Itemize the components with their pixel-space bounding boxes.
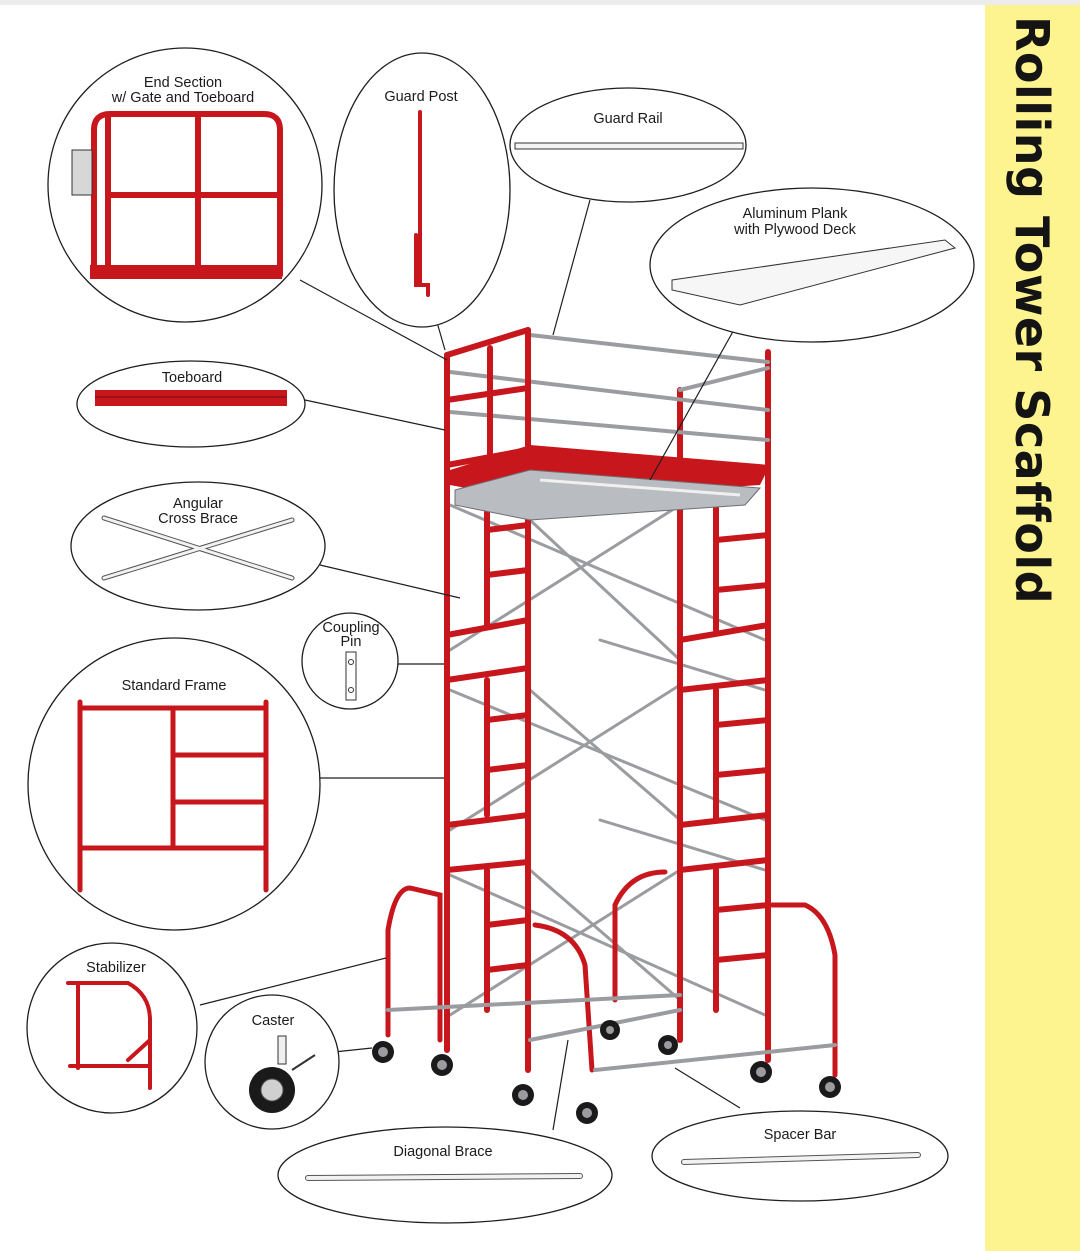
diagonal-brace-label: Diagonal Brace xyxy=(393,1144,492,1160)
toeboard-label: Toeboard xyxy=(162,370,222,386)
cross-brace-label-line2: Cross Brace xyxy=(158,511,238,527)
standard-frame-label: Standard Frame xyxy=(122,678,227,694)
callout-standard-frame: Standard Frame xyxy=(27,637,321,931)
callout-diagonal-brace: Diagonal Brace xyxy=(277,1126,613,1224)
page-title: Rolling Tower Scaffold xyxy=(1005,15,1059,605)
plank-label-line2: with Plywood Deck xyxy=(733,222,856,238)
end-section-label-line2: w/ Gate and Toeboard xyxy=(111,90,254,106)
callout-guard-post: Guard Post xyxy=(333,52,511,328)
cross-brace-label-line1: Angular xyxy=(173,496,223,512)
guard-post-label: Guard Post xyxy=(384,89,457,105)
callout-coupling-pin: Coupling Pin xyxy=(301,612,399,710)
end-section-label-line1: End Section xyxy=(144,75,222,91)
scaffold-diagram: End Section w/ Gate and Toeboard Guard P… xyxy=(26,47,975,1224)
leader-lines xyxy=(199,199,746,1131)
callout-spacer-bar: Spacer Bar xyxy=(651,1110,949,1202)
top-strip xyxy=(0,0,1080,5)
coupling-pin-label-line1: Coupling xyxy=(322,620,379,636)
callout-end-section: End Section w/ Gate and Toeboard xyxy=(47,47,323,323)
guard-rail-label: Guard Rail xyxy=(593,111,662,127)
callout-stabilizer: Stabilizer xyxy=(26,942,198,1114)
casters xyxy=(372,1020,841,1124)
caster-label: Caster xyxy=(252,1013,295,1029)
title-sidebar xyxy=(985,5,1080,1251)
callout-toeboard: Toeboard xyxy=(76,360,306,448)
callout-aluminum-plank: Aluminum Plank with Plywood Deck xyxy=(649,187,975,343)
callout-guard-rail: Guard Rail xyxy=(509,87,747,203)
spacer-bar-label: Spacer Bar xyxy=(764,1127,837,1143)
callout-angular-cross-brace: Angular Cross Brace xyxy=(70,481,326,611)
callout-caster: Caster xyxy=(204,994,340,1130)
coupling-pin-label-line2: Pin xyxy=(341,634,362,650)
scaffold-tower xyxy=(372,327,841,1124)
plank-label-line1: Aluminum Plank xyxy=(743,206,849,222)
stabilizer-label: Stabilizer xyxy=(86,960,146,976)
